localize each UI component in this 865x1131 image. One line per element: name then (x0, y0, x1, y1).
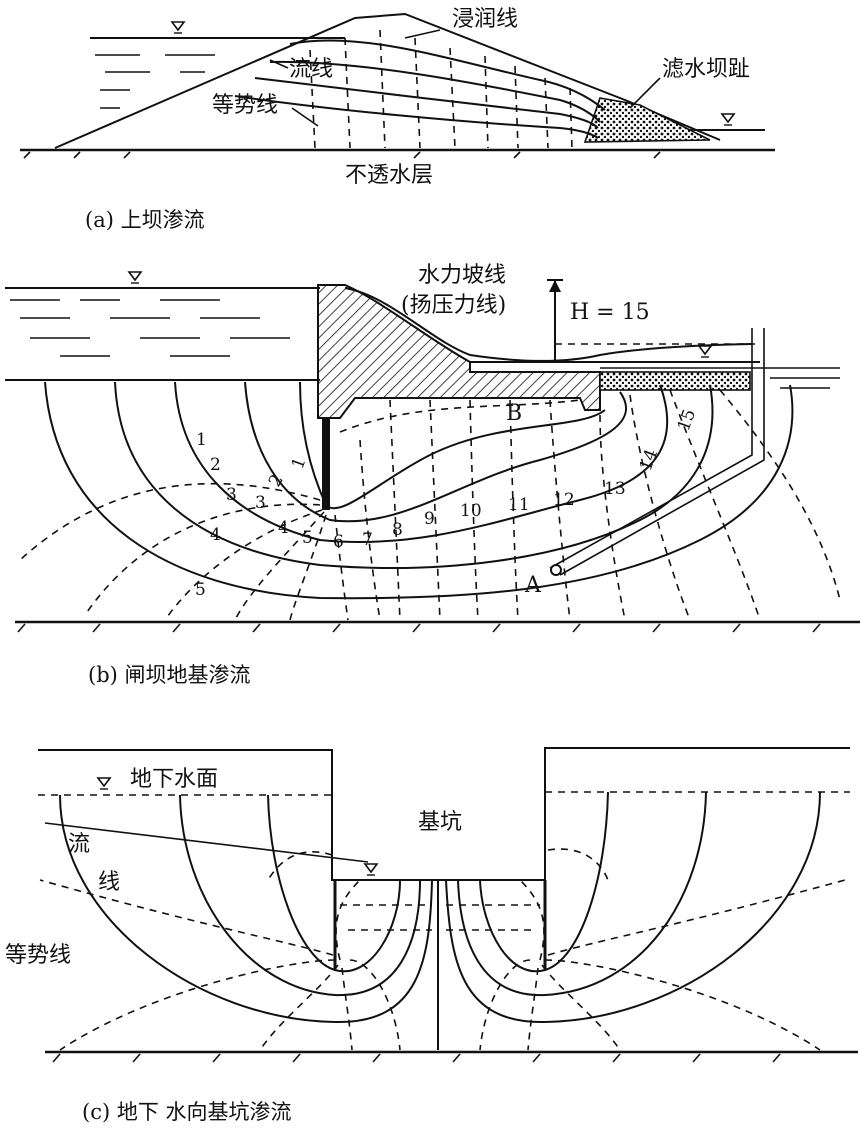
equip-num-6: 6 (333, 532, 344, 552)
label-equipotential-a: 等势线 (212, 93, 278, 118)
equip-num-7: 7 (362, 530, 373, 550)
phreatic-line (289, 39, 606, 111)
channel-num-5: 5 (195, 580, 206, 600)
equip-num-5: 5 (302, 528, 313, 548)
equip-num-13: 13 (604, 479, 626, 499)
water-level-symbol-a (171, 21, 185, 34)
flowline-b4 (114, 381, 714, 569)
leader-flowline (269, 59, 289, 69)
equipotentials-c (39, 848, 846, 1051)
ground-hatch-b (17, 623, 821, 633)
drain-blanket (599, 371, 751, 391)
flowline-b5 (44, 381, 794, 600)
flowline-c-r2 (457, 791, 707, 997)
label-head: H = 15 (570, 300, 650, 325)
caption-b: (b) 闸坝地基渗流 (88, 663, 251, 687)
label-flowline-a: 流线 (289, 57, 333, 82)
ground-hatch-a (23, 151, 661, 159)
label-flow-c1: 流 (68, 832, 90, 857)
leader-equipotential (291, 107, 319, 127)
equipotentials-a (309, 29, 573, 149)
equipotentials-b (19, 389, 841, 621)
label-filter-toe: 滤水坝趾 (662, 57, 750, 82)
caption-c: (c) 地下 水向基坑渗流 (82, 1100, 292, 1124)
equip-num-10: 10 (460, 501, 482, 521)
caption-a: (a) 上坝渗流 (85, 208, 205, 232)
equip-num-9: 9 (424, 509, 435, 529)
leader-phreatic (404, 29, 441, 39)
channel-num-1: 1 (196, 430, 207, 450)
channel-num-3: 3 (226, 485, 237, 505)
flowline-a1 (269, 60, 601, 123)
label-B: B (506, 401, 522, 426)
flowline-b1 (299, 381, 606, 510)
label-impervious: 不透水层 (345, 163, 433, 188)
water-level-symbol-b (128, 271, 142, 284)
hydraulic-grade-line (344, 287, 753, 362)
water-level-symbol-c (97, 777, 111, 790)
leader-filter (629, 77, 661, 109)
tailwater-texture (770, 377, 840, 389)
sheet-pile (322, 418, 330, 510)
water-level-symbol-pit (364, 863, 378, 876)
label-pit: 基坑 (418, 810, 462, 835)
head-arrow-top (549, 280, 561, 292)
equip-num-3: 3 (255, 493, 266, 513)
panel-b: 1 2 3 4 5 1 2 3 4 5 6 7 8 9 10 11 12 13 … (5, 263, 860, 687)
leader-flowline-c (44, 822, 369, 863)
panel-c: 地下水面 基坑 流 线 等势线 (c) 地下 水向基坑渗流 (5, 747, 858, 1124)
label-uplift: (扬压力线) (401, 293, 506, 318)
label-flow-c2: 线 (98, 870, 120, 895)
point-A-marker (550, 564, 562, 576)
flowline-b3 (174, 381, 669, 543)
gravity-dam (317, 284, 601, 419)
equip-num-8: 8 (392, 520, 403, 540)
equip-num-11: 11 (508, 495, 530, 515)
flowline-c-r3 (445, 791, 821, 1024)
label-groundwater: 地下水面 (130, 767, 218, 792)
flowline-c-l3 (59, 794, 433, 1024)
label-hydraulic-grade: 水力坡线 (418, 263, 506, 288)
flowline-b2 (244, 381, 627, 523)
equip-num-12: 12 (553, 490, 575, 510)
label-A: A (524, 573, 542, 598)
equip-num-15: 15 (674, 407, 700, 434)
water-level-symbol-a2 (721, 113, 735, 126)
channel-num-2: 2 (210, 455, 221, 475)
panel-a: 浸润线 流线 等势线 滤水坝趾 不透水层 (a) 上坝渗流 (20, 7, 775, 232)
channel-num-4: 4 (210, 525, 221, 545)
water-texture-a (95, 54, 215, 109)
equip-num-1: 1 (288, 455, 310, 472)
flowline-c-l2 (179, 794, 421, 997)
label-phreatic: 浸润线 (452, 7, 518, 32)
flowline-a3 (234, 95, 599, 139)
equip-num-4: 4 (278, 518, 289, 538)
flowline-a2 (254, 77, 599, 129)
water-texture-b (10, 299, 290, 357)
filter-toe (583, 97, 711, 143)
water-level-symbol-b2 (698, 345, 712, 358)
piezometer-tube (549, 328, 753, 569)
label-equipotential-c: 等势线 (5, 943, 71, 968)
ground-hatch-c (52, 1053, 781, 1063)
